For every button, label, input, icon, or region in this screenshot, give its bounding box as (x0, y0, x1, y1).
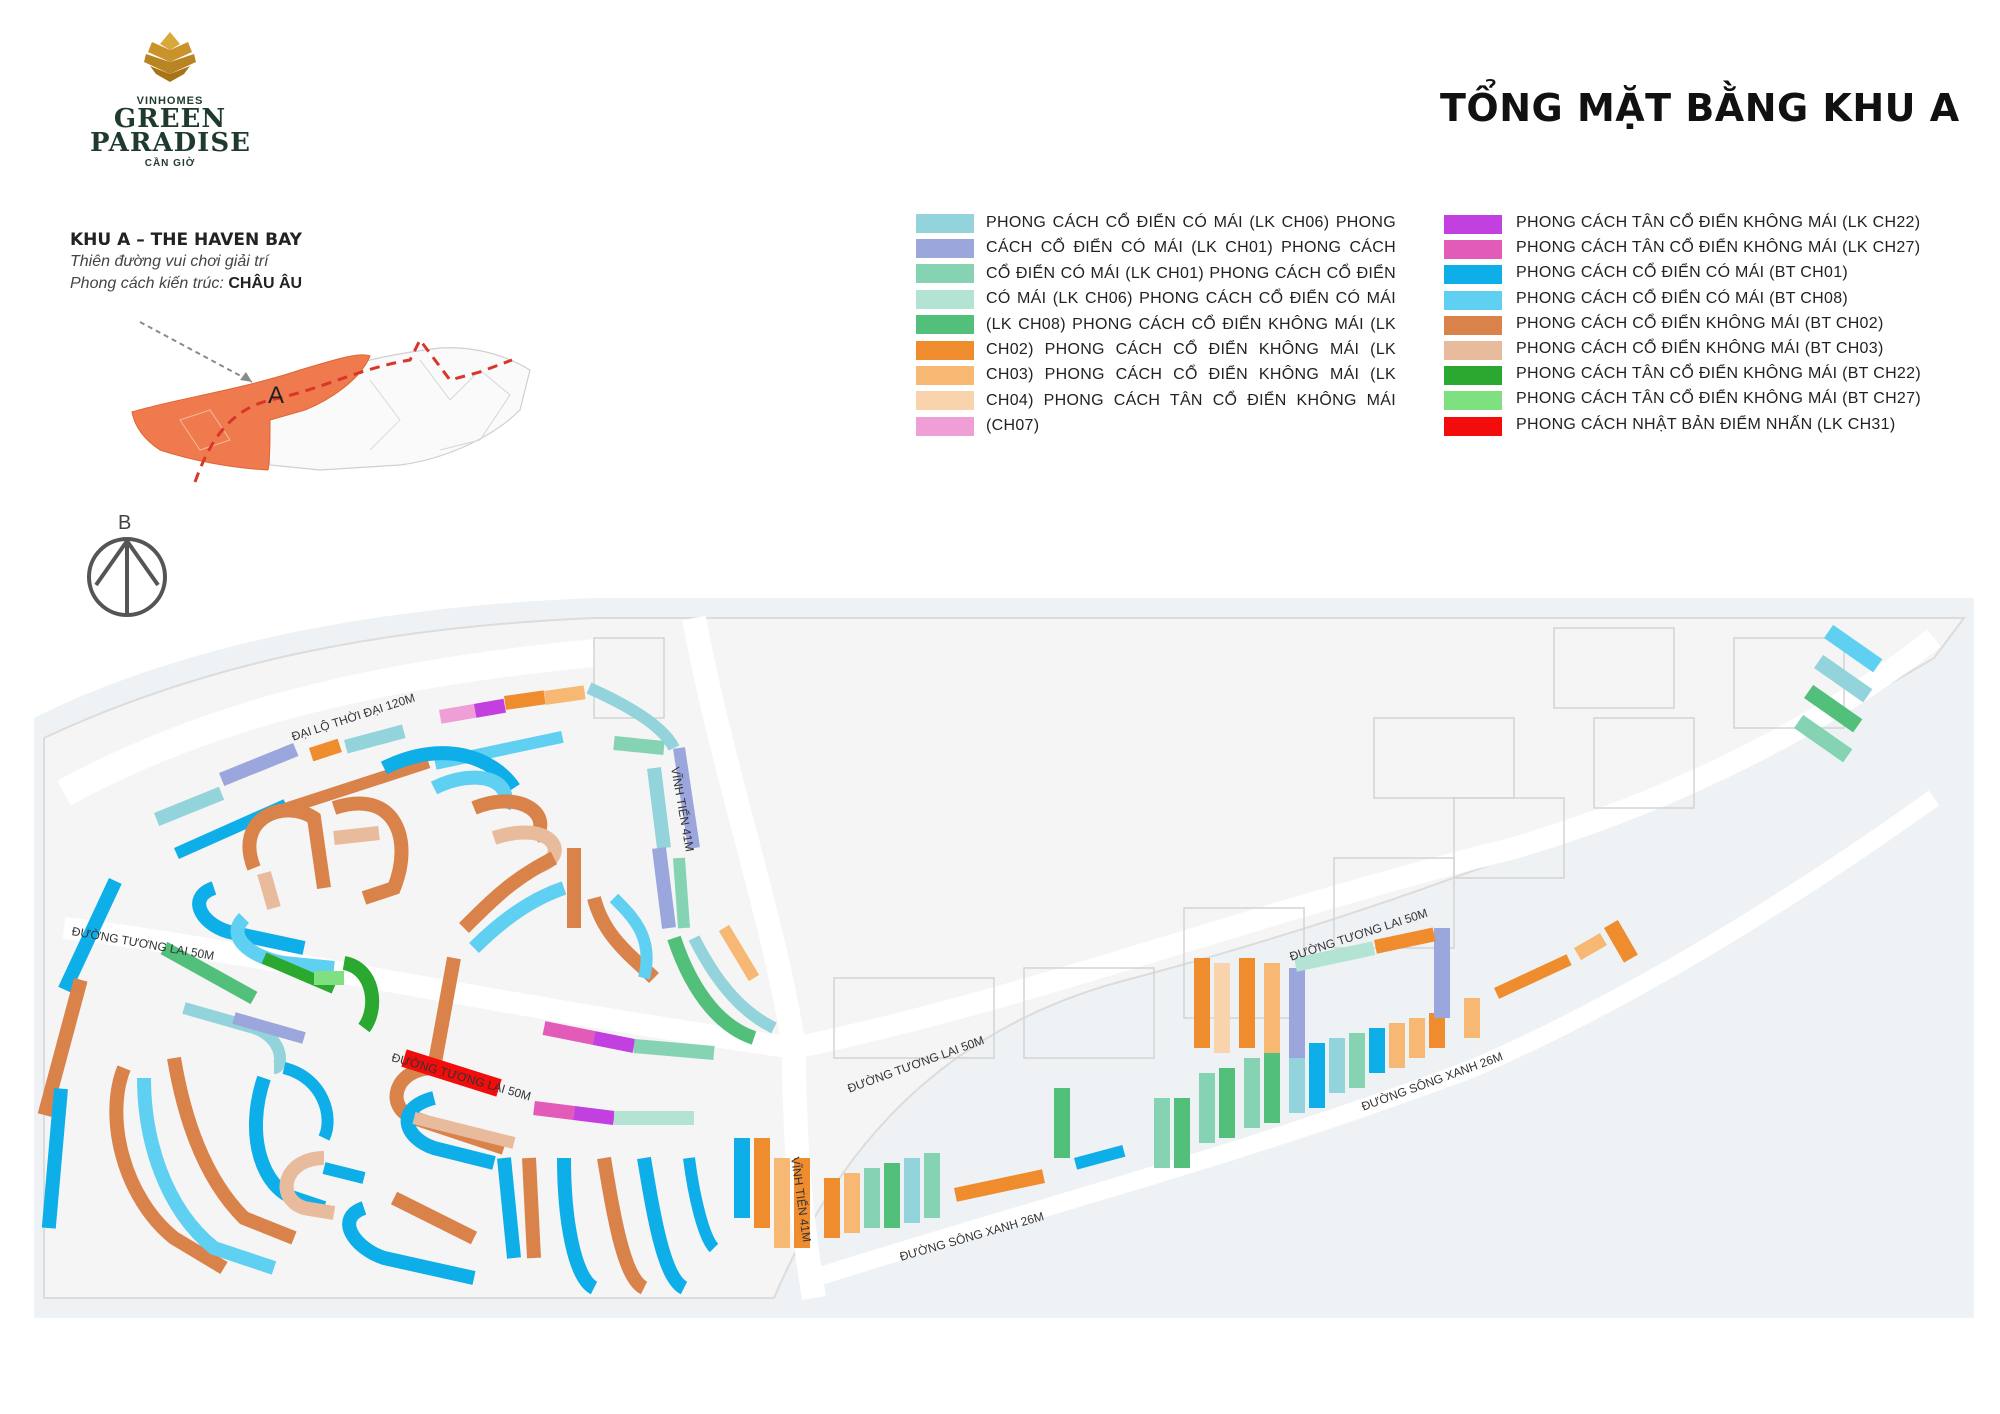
legend-swatch (916, 264, 974, 283)
legend-swatch (1444, 391, 1502, 410)
road-song-xanh (811, 790, 1940, 1287)
north-arrow-icon (87, 537, 167, 617)
zone-slogan: Thiên đường vui chơi giải trí (70, 253, 269, 270)
legend-swatch (916, 341, 974, 360)
boundary-dashed-line (193, 337, 513, 483)
building-blocks-left (37, 682, 777, 1295)
legend-left (916, 214, 986, 454)
pointer-arrow-head (240, 372, 252, 382)
river (964, 938, 1974, 1318)
site-detail (369, 379, 401, 451)
brand-main-line2: PARADISE (90, 128, 251, 158)
legend-label: PHONG CÁCH CỔ ĐIỂN CÓ MÁI (BT CH01) (1516, 264, 1849, 281)
legend-swatch (916, 239, 974, 258)
legend-left-text: PHONG CÁCH CỔ ĐIỂN CÓ MÁI (LK CH06) PHON… (986, 214, 1396, 435)
brand-top-text: VINHOMES (136, 95, 204, 107)
legend-label: PHONG CÁCH TÂN CỔ ĐIỂN KHÔNG MÁI (LK CH2… (1516, 214, 1921, 231)
legend-label: PHONG CÁCH CỔ ĐIỂN KHÔNG MÁI (BT CH02) (1516, 315, 1884, 332)
pointer-arrow (139, 321, 253, 383)
legend-swatch (916, 366, 974, 385)
legend-swatch (916, 214, 974, 233)
zone-style: Phong cách kiến trúc: CHÂU ÂU (70, 275, 302, 293)
zone-style-prefix: Phong cách kiến trúc: (70, 275, 224, 292)
north-letter: B (118, 512, 132, 534)
legend-swatch (916, 417, 974, 436)
brand-main-line1: GREEN (113, 104, 227, 134)
brand-logo: VINHOMES GREEN PARADISE CẦN GIỜ (90, 28, 250, 178)
site-detail (419, 359, 511, 451)
zone-a-detail (179, 409, 231, 451)
road-dai-lo (57, 639, 596, 806)
legend-label: PHONG CÁCH TÂN CỔ ĐIỂN KHÔNG MÁI (BT CH2… (1516, 365, 1921, 382)
brand-sub-text: CẦN GIỜ (144, 158, 196, 169)
building-blocks-right (734, 624, 1883, 1248)
leaf-logo-icon (144, 32, 196, 82)
zone-letter: A (268, 382, 284, 409)
key-map: A (131, 321, 531, 483)
legend-swatch (1444, 366, 1502, 385)
zone-style-value: CHÂU ÂU (228, 275, 303, 292)
legend-swatch (916, 391, 974, 410)
legend-swatch (1444, 316, 1502, 335)
legend-label: PHONG CÁCH CỔ ĐIỂN CÓ MÁI (BT CH08) (1516, 290, 1849, 307)
legend-swatch (1444, 341, 1502, 360)
legend-right: PHONG CÁCH TÂN CỔ ĐIỂN KHÔNG MÁI (LK CH2… (1444, 214, 1964, 444)
legend-label: PHONG CÁCH TÂN CỔ ĐIỂN KHÔNG MÁI (BT CH2… (1516, 390, 1921, 407)
legend-swatch (1444, 240, 1502, 259)
legend-swatch (1444, 291, 1502, 310)
legend-swatch (1444, 417, 1502, 436)
zone-title: KHU A – THE HAVEN BAY (70, 230, 302, 250)
legend-label: PHONG CÁCH TÂN CỔ ĐIỂN KHÔNG MÁI (LK CH2… (1516, 239, 1921, 256)
legend-label: PHONG CÁCH NHẬT BẢN ĐIỂM NHẤN (LK CH31) (1516, 416, 1896, 433)
legend-label: PHONG CÁCH CỔ ĐIỂN KHÔNG MÁI (BT CH03) (1516, 340, 1884, 357)
legend-swatch (916, 290, 974, 309)
zone-a-area[interactable] (131, 354, 371, 471)
master-plan-map (34, 598, 1974, 1318)
page-title: TỔNG MẶT BẰNG KHU A (1440, 86, 1960, 130)
legend-swatch (1444, 265, 1502, 284)
legend-swatch (1444, 215, 1502, 234)
legend-swatch (916, 315, 974, 334)
